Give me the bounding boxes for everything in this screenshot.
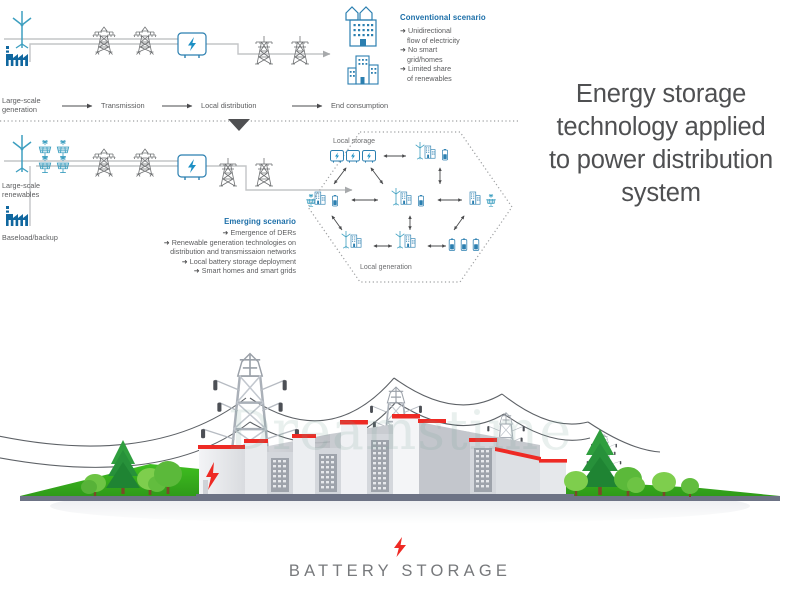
- bottom-wind-turbine-icon: [12, 134, 32, 173]
- stage-label-generation: Large-scale generation: [2, 96, 41, 114]
- battery-unit: [469, 438, 497, 498]
- arrow-glyph: ➜: [181, 256, 190, 266]
- infographic-svg: [0, 6, 520, 283]
- bottom-transmission-tower-1: [92, 148, 116, 177]
- tree-group-right: [564, 429, 699, 497]
- power-lines: [0, 377, 661, 468]
- bottom-distribution-tower-2: [254, 157, 274, 187]
- top-factory-icon: [6, 46, 28, 66]
- stage-label-end-consumption: End consumption: [331, 101, 389, 110]
- hex-node-battery-bank: [448, 238, 480, 251]
- arrow-glyph: ➜: [400, 45, 409, 55]
- battery-unit: [315, 448, 341, 498]
- title-line-2: technology applied: [556, 113, 766, 141]
- battery-unit: [267, 452, 293, 498]
- section-divider: [0, 119, 520, 131]
- arrow-glyph: ➜: [400, 26, 409, 35]
- emerging-scenario-title: Emerging scenario: [224, 217, 296, 226]
- hex-node-turbine-building-left-bottom: [341, 230, 362, 249]
- arrow-glyph: ➜: [193, 266, 202, 276]
- top-substation-icon: [177, 32, 207, 59]
- hexagon-bottom-label: Local generation: [360, 264, 412, 271]
- top-transmission-tower-1: [92, 26, 116, 55]
- battery-unit: [340, 420, 368, 498]
- arrow-glyph: ➜: [222, 228, 231, 237]
- battery-unit: [198, 445, 246, 498]
- conventional-scenario-title: Conventional scenario: [400, 13, 486, 22]
- hex-node-turbine-building-battery-top: [415, 141, 448, 161]
- office-building-icon: [349, 19, 377, 47]
- battery-unit: [495, 447, 541, 498]
- hex-node-solar-building-battery-left: [306, 191, 338, 207]
- caption-bolt-wrapper: [0, 536, 800, 563]
- battery-unit: [367, 434, 393, 498]
- hex-node-building-solar-right: [469, 191, 496, 207]
- lightning-bolt-icon: [206, 462, 219, 490]
- bottom-substation-icon: [177, 154, 207, 181]
- city-block-icon: [347, 55, 379, 85]
- infographic-panel: Conventional scenario ➜ Unidirectional f…: [0, 0, 520, 292]
- stage-label-local-distribution: Local distribution: [201, 101, 257, 110]
- battery-unit: [392, 414, 420, 498]
- arrow-glyph: ➜: [163, 237, 172, 247]
- top-wind-turbine-icon: [12, 10, 32, 49]
- emerging-scenario-bullets: ➜ Emergence of DERs ➜ Renewable generati…: [163, 228, 296, 276]
- hex-node-local-storage: [330, 150, 376, 164]
- houses-icon: [345, 6, 373, 21]
- hexagon-der-diagram: [306, 131, 513, 283]
- bottom-transmission-tower-2: [133, 148, 157, 177]
- hexagon-top-label: Local storage: [333, 138, 376, 145]
- battery-unit: [418, 419, 470, 498]
- solar-array-icon: [38, 139, 70, 173]
- title-line-3: to power distribution: [548, 146, 773, 174]
- battery-unit: [539, 459, 567, 498]
- caption-text: BATTERY STORAGE: [288, 562, 512, 580]
- tree-group-left: [81, 440, 182, 496]
- hex-arrows: [331, 154, 465, 248]
- label-large-scale-renewables: Large-scale renewables: [2, 181, 41, 200]
- hex-node-turbine-building-battery-center: [391, 187, 424, 207]
- page-title: Energy storage technology applied to pow…: [524, 78, 798, 210]
- bottom-distribution-tower-1: [218, 157, 238, 187]
- plant-apron: [196, 494, 574, 501]
- battery-storage-plant-illustration: [0, 282, 800, 532]
- arrow-glyph: ➜: [400, 64, 409, 74]
- top-transmission-tower-2: [133, 26, 157, 55]
- top-distribution-tower-2: [290, 35, 310, 65]
- top-distribution-tower-1: [254, 35, 274, 65]
- bottom-flow-lines: [4, 160, 353, 226]
- conventional-scenario-bullets: ➜ Unidirectional flow of electricity ➜ N…: [400, 26, 460, 83]
- lightning-bolt-icon: [394, 537, 406, 557]
- title-line-4: system: [621, 179, 701, 207]
- label-baseload-backup: Baseload/backup: [2, 233, 58, 242]
- battery-unit: [244, 439, 268, 498]
- down-triangle-icon: [228, 119, 250, 131]
- battery-unit-group: [196, 414, 574, 501]
- stage-label-transmission: Transmission: [101, 101, 145, 110]
- hex-node-turbine-building-center-bottom: [395, 230, 416, 249]
- illustration-svg: [0, 282, 780, 524]
- top-flow-lines: [4, 38, 331, 62]
- title-line-1: Energy storage: [575, 80, 747, 108]
- battery-unit: [292, 434, 316, 498]
